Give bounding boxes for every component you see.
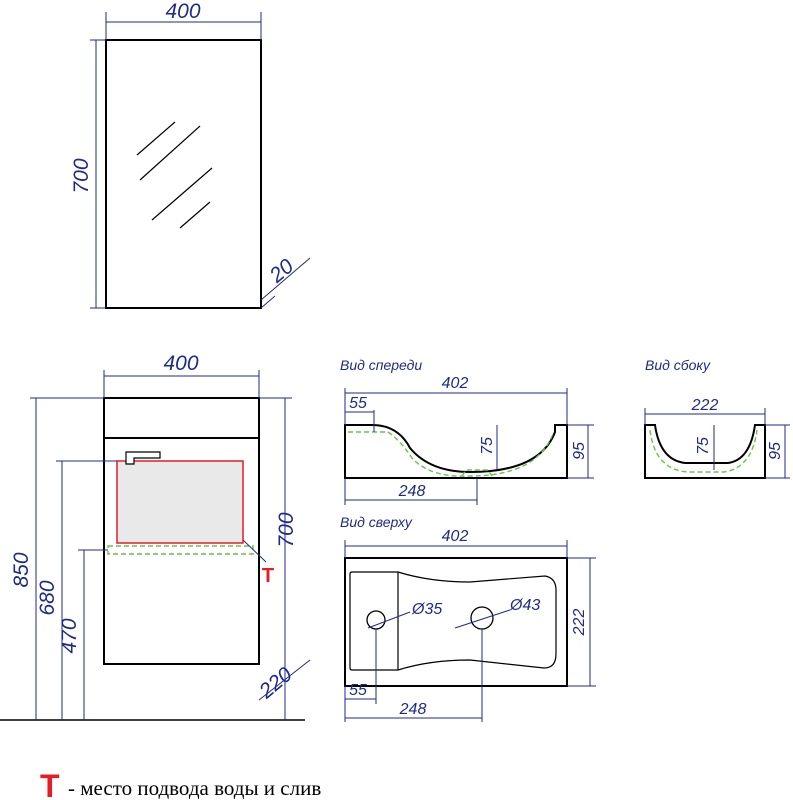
front-view: Вид спереди 402 55 248 75 95 [340, 357, 594, 505]
top-view: Вид сверху Ø35 Ø43 402 222 55 248 [340, 514, 596, 722]
legend-text: - место подвода воды и слив [68, 776, 321, 800]
drain-hole [470, 606, 494, 630]
mirror-glare [136, 121, 176, 156]
cabinet-700-label: 700 [275, 512, 298, 547]
connection-zone [116, 460, 244, 544]
top-view-caption: Вид сверху [340, 514, 413, 530]
mirror-glare [139, 125, 201, 181]
front-drain-offset-label: 248 [398, 483, 426, 500]
side-view: Вид сбоку 222 75 95 [644, 357, 790, 479]
drain-hole-label: Ø43 [509, 597, 540, 614]
cabinet-470-label: 470 [58, 618, 81, 653]
front-depth-label: 75 [479, 437, 496, 455]
top-depth-label: 222 [571, 609, 588, 637]
connection-marker: T [262, 565, 274, 587]
mirror-outline [105, 39, 262, 309]
front-sink-outline [344, 424, 568, 479]
front-height-label: 95 [571, 442, 588, 460]
front-width-label: 402 [442, 375, 469, 392]
cabinet-view: T 400 850 680 470 700 220 [0, 352, 311, 721]
front-view-caption: Вид спереди [340, 357, 422, 373]
front-offset-label: 55 [349, 395, 367, 412]
cabinet-depth-label: 220 [254, 663, 297, 704]
side-sink-outline [644, 424, 766, 479]
faucet-hole [366, 610, 386, 630]
front-drain-dashed [461, 469, 493, 477]
mirror-height-label: 700 [70, 158, 93, 193]
side-view-caption: Вид сбоку [645, 357, 711, 373]
mirror-glare [179, 201, 211, 229]
basin-top [103, 397, 260, 439]
mirror-glare [151, 167, 213, 221]
mirror-depth-label: 20 [265, 254, 299, 287]
mirror-width-label: 400 [165, 0, 200, 23]
top-offset-label: 55 [349, 682, 367, 699]
top-width-label: 402 [442, 528, 469, 545]
side-width-label: 222 [691, 397, 719, 414]
side-depth-label: 75 [695, 437, 712, 455]
cabinet-680-label: 680 [36, 580, 59, 615]
mirror-view: 400 700 20 [70, 0, 311, 309]
side-height-label: 95 [767, 442, 784, 460]
legend: T - место подвода воды и слив [40, 768, 321, 800]
legend-symbol: T [40, 768, 60, 800]
top-bowl-outline [349, 571, 557, 671]
cabinet-width-label: 400 [163, 352, 198, 375]
top-drain-offset-label: 248 [399, 701, 427, 718]
faucet-hole-label: Ø35 [411, 601, 442, 618]
faucet [125, 451, 161, 465]
cabinet-total-height-label: 850 [10, 552, 33, 587]
